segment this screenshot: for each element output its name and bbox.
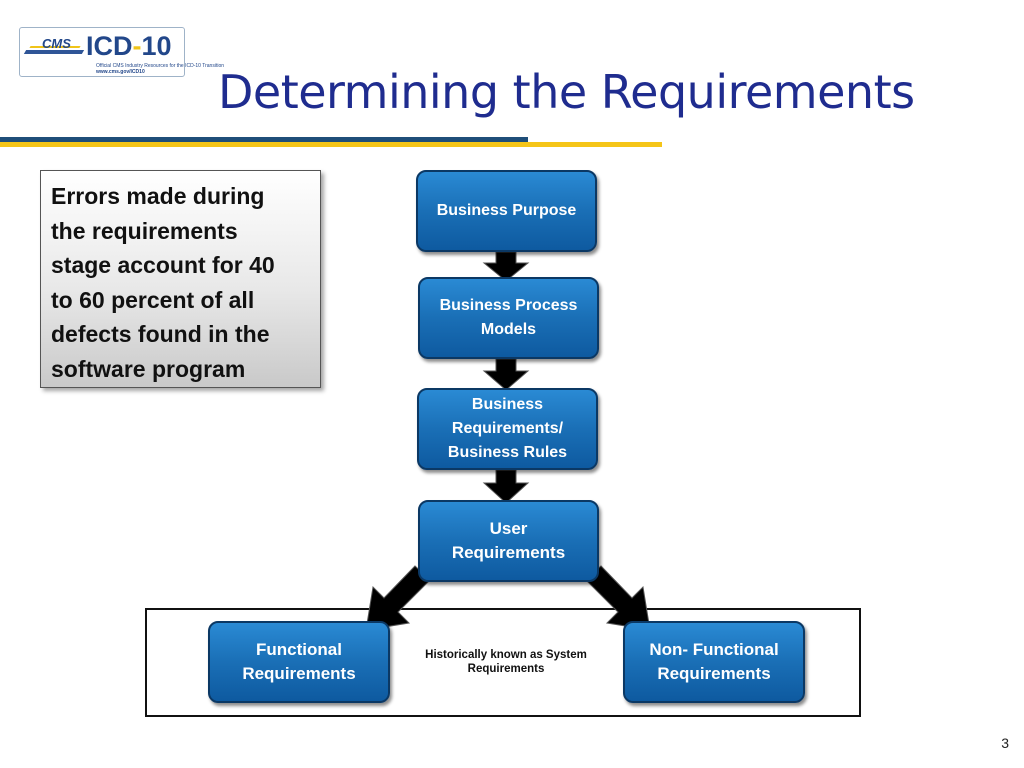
system-requirements-frame (145, 608, 861, 717)
node-functional-requirements: Functional Requirements (208, 621, 390, 703)
node-label: Non- Functional (649, 640, 779, 659)
title-rule-blue (0, 137, 528, 142)
node-business-purpose: Business Purpose (416, 170, 597, 252)
system-label-line: Requirements (467, 663, 545, 675)
title-rule-gold (0, 142, 662, 147)
node-user-requirements: User Requirements (418, 500, 599, 582)
callout-line: software program (51, 355, 246, 382)
node-label: Requirements (657, 664, 771, 683)
node-label: Models (480, 321, 537, 338)
callout-line: to 60 percent of all (51, 286, 255, 313)
logo-dash: - (132, 31, 142, 61)
callout-line: defects found in the (51, 321, 270, 347)
node-business-requirements: Business Requirements/ Business Rules (417, 388, 598, 470)
logo-num: 10 (141, 31, 172, 61)
node-label: Business (471, 396, 544, 413)
cms-icd10-logo: CMS ICD-10 Official CMS Industry Resourc… (19, 27, 224, 77)
arrow-down-2 (482, 358, 530, 391)
logo-icd10-text: ICD-10 (86, 31, 172, 61)
page-number: 3 (1001, 735, 1009, 751)
errors-callout-box: Errors made during the requirements stag… (40, 170, 321, 388)
logo-tagline: Official CMS Industry Resources for the … (96, 63, 225, 69)
node-label: User (489, 519, 528, 538)
node-non-functional-requirements: Non- Functional Requirements (623, 621, 805, 703)
node-label: Requirements (242, 664, 356, 683)
node-label: Business Rules (447, 444, 568, 461)
system-label-line: Historically known as System (425, 649, 587, 661)
logo-url: www.cms.gov/ICD10 (96, 69, 145, 75)
node-label: Functional (256, 640, 342, 659)
slide-title: Determining the Requirements (218, 65, 915, 119)
callout-line: the requirements (51, 217, 238, 244)
node-label: Requirements/ (451, 420, 564, 437)
system-requirements-label: Historically known as System Requirement… (407, 648, 605, 676)
callout-line: stage account for 40 (51, 252, 275, 278)
node-label: Requirements (451, 543, 566, 562)
node-label: Business Process (439, 297, 578, 314)
logo-icd: ICD (86, 31, 133, 61)
node-label: Business Purpose (436, 202, 577, 219)
callout-line: Errors made during (51, 183, 265, 209)
logo-cms-text: CMS (42, 36, 71, 51)
arrow-down-3 (482, 469, 530, 504)
node-business-process-models: Business Process Models (418, 277, 599, 359)
